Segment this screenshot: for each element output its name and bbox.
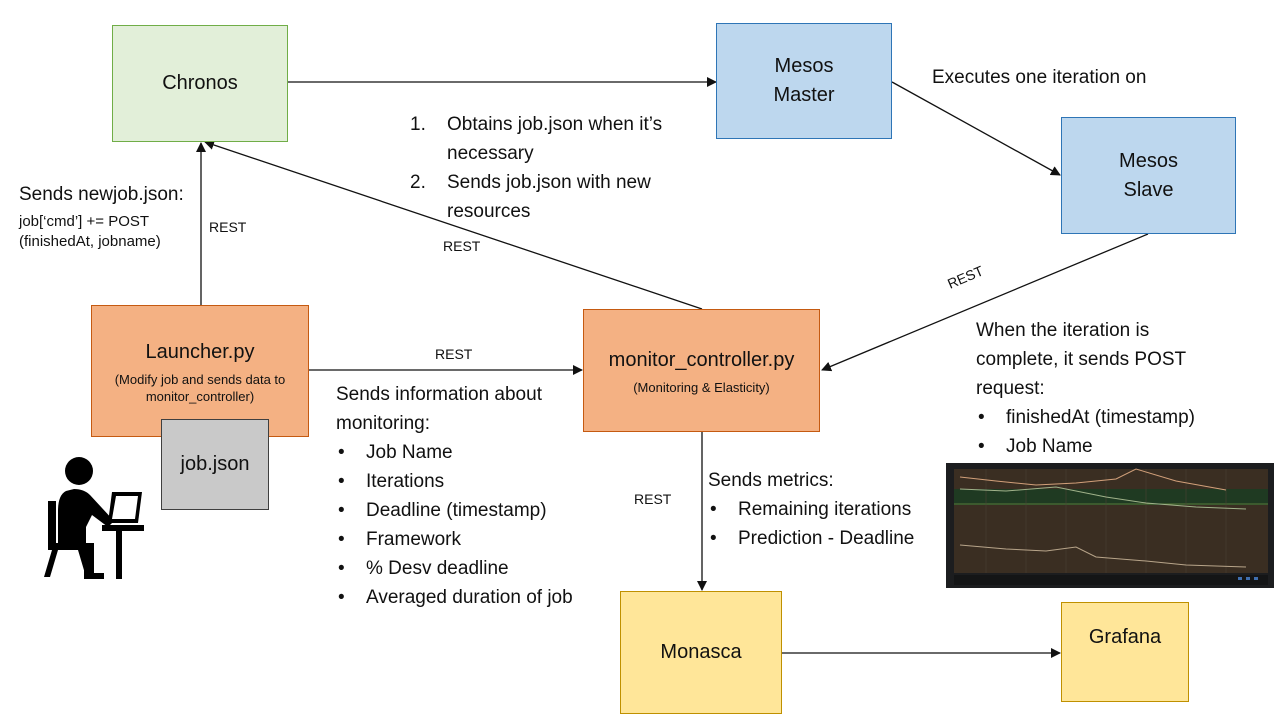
rest-label-monitor-monasca: REST — [634, 491, 672, 507]
job-json-node: job.json — [161, 419, 269, 510]
iteration-intro-line: complete, it sends POST — [976, 349, 1187, 370]
newjob-title: Sends newjob.json: — [19, 184, 184, 205]
executes-annotation: Executes one iteration on — [932, 67, 1147, 88]
metrics-bullets: Remaining iterations Prediction - Deadli… — [708, 495, 914, 553]
metrics-intro: Sends metrics: — [708, 470, 834, 491]
iteration-intro-line: request: — [976, 378, 1045, 399]
mesos-master-label-1: Mesos — [774, 55, 834, 77]
bullet-item: Remaining iterations — [708, 495, 914, 524]
monasca-node: Monasca — [620, 591, 782, 714]
chronos-steps-list: 1. Obtains job.json when it’s necessary … — [410, 110, 662, 226]
rest-label-launcher-monitor: REST — [435, 346, 473, 362]
newjob-line: (finishedAt, jobname) — [19, 233, 161, 250]
bullet-item: Deadline (timestamp) — [336, 496, 581, 525]
newjob-line: job[‘cmd’] += POST — [19, 213, 150, 230]
monitoring-intro-line: monitoring: — [336, 413, 430, 434]
mesos-slave-node: Mesos Slave — [1061, 117, 1236, 234]
chronos-label: Chronos — [162, 72, 238, 94]
mesos-master-label-2: Master — [773, 84, 835, 106]
bullet-item: Job Name — [336, 438, 581, 467]
iteration-annotation: When the iteration is complete, it sends… — [976, 316, 1195, 461]
step-number: 2. — [410, 172, 426, 193]
grafana-node: Grafana — [1061, 602, 1189, 702]
chronos-step-2: 2. Sends job.json with new resources — [410, 168, 662, 226]
iteration-bullets: finishedAt (timestamp) Job Name — [976, 403, 1195, 461]
launcher-sublabel: (Modify job and sends data to monitor_co… — [114, 371, 286, 404]
job-json-label: job.json — [180, 453, 250, 475]
bullet-item: finishedAt (timestamp) — [976, 403, 1195, 432]
bullet-item: Prediction - Deadline — [708, 524, 914, 553]
bullet-item: Job Name — [976, 432, 1195, 461]
bullet-item: Averaged duration of job — [336, 583, 581, 612]
bullet-item: % Desv deadline — [336, 554, 581, 583]
monasca-label: Monasca — [660, 641, 742, 663]
step-text: Obtains job.json when it’s — [447, 114, 663, 135]
grafana-label: Grafana — [1088, 626, 1162, 648]
arrow-slave-to-monitor — [821, 233, 1149, 372]
mesos-slave-label-2: Slave — [1123, 178, 1174, 201]
rest-label-launcher-chronos: REST — [209, 219, 247, 235]
step-text: Sends job.json with new — [447, 172, 651, 193]
monitoring-bullets: Job Name Iterations Deadline (timestamp)… — [336, 438, 581, 612]
monitoring-annotation: Sends information about monitoring: Job … — [336, 380, 581, 612]
launcher-label: Launcher.py — [145, 340, 255, 363]
rest-label-monitor-chronos: REST — [443, 238, 481, 254]
monitoring-intro-line: Sends information about — [336, 384, 542, 405]
user-at-computer-icon — [44, 457, 144, 579]
launcher-node: Launcher.py (Modify job and sends data t… — [91, 305, 309, 437]
chronos-node: Chronos — [112, 25, 288, 142]
newjob-details: job[‘cmd’] += POST (finishedAt, jobname) — [19, 212, 161, 252]
bullet-item: Framework — [336, 525, 581, 554]
monitor-controller-label: monitor_controller.py — [608, 348, 795, 371]
mesos-master-node: Mesos Master — [716, 23, 892, 139]
arrow-master-to-slave — [891, 81, 1061, 176]
bullet-item: Iterations — [336, 467, 581, 496]
mesos-slave-label-1: Mesos — [1119, 149, 1178, 172]
metrics-annotation: Sends metrics: Remaining iterations Pred… — [708, 466, 914, 553]
monitor-controller-node: monitor_controller.py (Monitoring & Elas… — [583, 309, 820, 432]
monitor-controller-sublabel: (Monitoring & Elasticity) — [633, 379, 770, 395]
step-number: 1. — [410, 114, 426, 135]
iteration-intro-line: When the iteration is — [976, 320, 1150, 341]
arrow-monitor-to-chronos — [204, 140, 703, 310]
step-text: necessary — [447, 143, 534, 164]
step-text: resources — [447, 201, 531, 222]
chronos-step-1: 1. Obtains job.json when it’s necessary — [410, 110, 662, 168]
grafana-dashboard-thumbnail — [946, 463, 1274, 588]
